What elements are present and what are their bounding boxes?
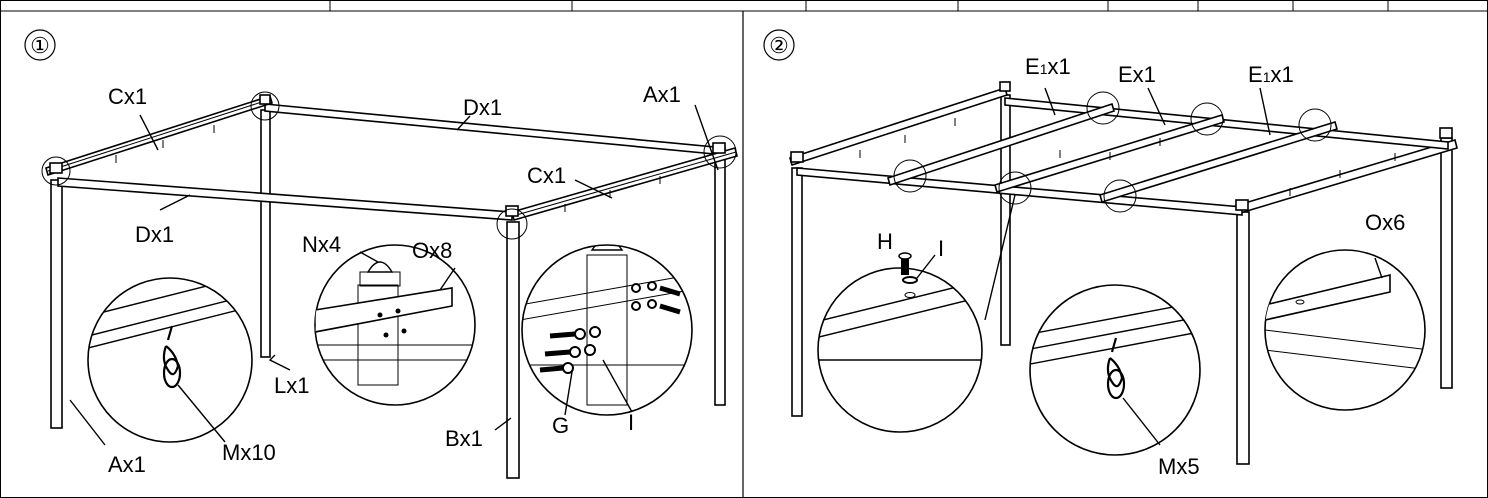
detail-bolts: [521, 244, 693, 416]
detail-hook-m: [87, 277, 253, 443]
label-e1-left: E1x1: [1025, 54, 1071, 79]
label-g: G: [552, 413, 569, 438]
step-2-number: ②: [769, 34, 789, 59]
label-d-top: Dx1: [463, 95, 502, 120]
label-a-right: Ax1: [643, 82, 681, 107]
washer-i: [902, 276, 918, 284]
step-1-marker: ①: [24, 29, 56, 61]
label-e1-right-main: E: [1248, 62, 1263, 87]
pergola-posts: [50, 109, 726, 479]
label-c-top: Cx1: [108, 84, 147, 109]
detail-hook-m-2: [1029, 284, 1201, 456]
label-m: Mx10: [222, 440, 276, 465]
detail-beam-o: [1264, 249, 1426, 411]
label-h: H: [877, 229, 893, 254]
label-o-2: Ox6: [1365, 210, 1405, 235]
label-leader-lines-2: [1044, 87, 1271, 136]
label-e1-right-tail: x1: [1270, 62, 1293, 87]
label-e1-right: E1x1: [1248, 62, 1294, 87]
label-a-left: Ax1: [108, 452, 146, 477]
label-leader-lines-1: [69, 104, 719, 446]
detail-cap-beam: [314, 244, 476, 406]
joint-highlight-circles-2: [893, 91, 1332, 213]
step-1-number: ①: [30, 34, 50, 59]
label-l: Lx1: [274, 373, 309, 398]
label-d-front: Dx1: [135, 222, 174, 247]
c-rafters: [45, 94, 738, 221]
label-e1-left-main: E: [1025, 54, 1040, 79]
panel-step-2: ②: [763, 29, 1458, 479]
detail-h-i: [817, 194, 1016, 433]
panel-step-1: ①: [24, 29, 738, 479]
post-caps-2: [790, 81, 1453, 211]
label-i-2: I: [938, 236, 944, 261]
label-c-right: Cx1: [527, 163, 566, 188]
label-i: I: [628, 410, 634, 435]
joint-highlight-circles: [41, 91, 737, 240]
bolt-h: [898, 252, 912, 275]
step-2-marker: ②: [763, 29, 795, 61]
rafter-hooks: [115, 125, 661, 212]
post-caps: [49, 94, 726, 217]
pergola-posts-2: [791, 94, 1453, 465]
rafter-hooks-2: [859, 118, 1396, 196]
label-b: Bx1: [445, 426, 483, 451]
label-m-2: Mx5: [1158, 454, 1200, 479]
label-e1-left-tail: x1: [1047, 54, 1070, 79]
d-beams: [57, 103, 726, 221]
label-e1-left-sub: 1: [1040, 61, 1048, 77]
label-n: Nx4: [302, 232, 341, 257]
label-e-mid: Ex1: [1118, 62, 1156, 87]
label-e1-right-sub: 1: [1263, 69, 1271, 85]
label-o: Ox8: [412, 238, 452, 263]
